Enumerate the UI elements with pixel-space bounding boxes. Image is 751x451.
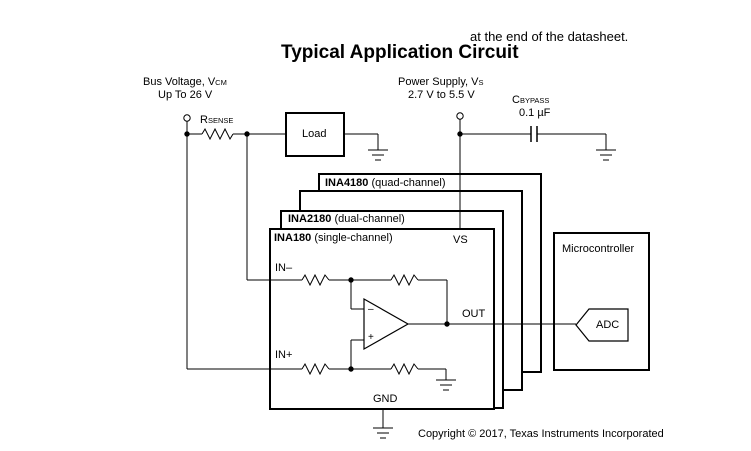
- header-note: at the end of the datasheet.: [470, 29, 629, 44]
- bus-voltage-range: Up To 26 V: [158, 89, 213, 101]
- power-supply-range: 2.7 V to 5.5 V: [408, 89, 475, 101]
- in-minus-pin-label: IN–: [275, 262, 293, 274]
- gnd-pin-label: GND: [373, 393, 398, 405]
- cbypass-value: 0.1 µF: [519, 107, 551, 119]
- ground-symbol-gnd: [373, 427, 393, 439]
- ina180-label: INA180 (single-channel): [274, 232, 393, 244]
- vs-terminal: [456, 112, 464, 120]
- amp-plus-sign: +: [368, 332, 374, 343]
- ground-resistor: [390, 362, 419, 376]
- ground-symbol-load: [368, 149, 388, 161]
- cbypass-label: CBYPASS: [512, 94, 550, 106]
- bus-terminal: [183, 114, 191, 122]
- in-plus-resistor: [301, 362, 330, 376]
- ground-symbol-cap: [596, 149, 616, 161]
- adc-label: ADC: [596, 319, 620, 331]
- op-amp: [363, 297, 410, 351]
- rsense-resistor: [201, 127, 234, 141]
- diagram-title: Typical Application Circuit: [281, 42, 519, 63]
- power-supply-label: Power Supply, VS: [398, 76, 484, 88]
- load-label: Load: [302, 128, 327, 140]
- bypass-capacitor: [530, 126, 538, 142]
- microcontroller-label: Microcontroller: [562, 243, 635, 255]
- rsense-label: RSENSE: [200, 114, 234, 126]
- vs-pin-label: VS: [453, 234, 468, 246]
- in-plus-pin-label: IN+: [275, 349, 293, 361]
- out-pin-label: OUT: [462, 308, 486, 320]
- ina4180-label: INA4180 (quad-channel): [325, 177, 446, 189]
- feedback-resistor: [390, 273, 419, 287]
- in-minus-resistor: [301, 273, 330, 287]
- bus-voltage-label: Bus Voltage, VCM: [143, 76, 227, 88]
- microcontroller-box: [553, 232, 650, 371]
- ina2180-label: INA2180 (dual-channel): [288, 213, 405, 225]
- adc-block: [575, 308, 629, 342]
- ground-symbol-amp: [436, 379, 456, 391]
- copyright-notice: Copyright © 2017, Texas Instruments Inco…: [418, 428, 664, 440]
- amp-minus-sign: –: [368, 304, 374, 315]
